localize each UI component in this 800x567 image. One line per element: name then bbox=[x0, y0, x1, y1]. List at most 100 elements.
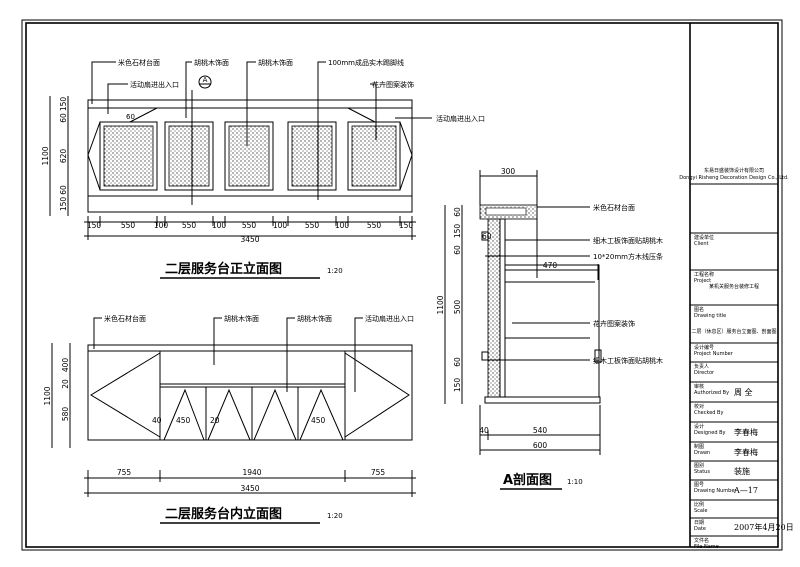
callout-swing-door-2: 活动扇进出入口 bbox=[436, 114, 485, 123]
dim: 100 bbox=[335, 221, 350, 230]
title-block-label: 设计 bbox=[694, 423, 704, 430]
dim: 550 bbox=[121, 221, 136, 230]
inner-elevation-title: 二层服务台内立面图 bbox=[165, 506, 282, 522]
dim: 550 bbox=[367, 221, 382, 230]
front-elevation: A 米色石材台面 活动扇进出入口 胡桃木饰面 胡桃木饰面 100mm成品实木踢脚… bbox=[41, 58, 485, 279]
dim: 150 bbox=[453, 224, 462, 239]
title-block-label-en: Drawing title bbox=[694, 313, 726, 319]
callout-flower: 花卉图案装饰 bbox=[372, 80, 414, 89]
title-block-value: 二层（休息区）服务台立面图、剖面图 bbox=[691, 328, 776, 335]
dim: 20 bbox=[210, 416, 220, 425]
section-a-title: A剖面图 bbox=[503, 472, 552, 488]
dim: 150 bbox=[59, 197, 68, 212]
callout-stone-top: 米色石材台面 bbox=[104, 314, 146, 323]
dim: 620 bbox=[59, 149, 68, 164]
section-a-scale: 1:10 bbox=[567, 478, 583, 486]
dim: 550 bbox=[182, 221, 197, 230]
dim: 40 bbox=[479, 426, 489, 435]
title-block-label-en: Scale bbox=[694, 508, 707, 514]
section-marker-label: A bbox=[203, 76, 208, 84]
title-block-label: 日期 bbox=[694, 520, 704, 526]
section-a: 300 470 60 40 540 600 1100 60 150 60 500… bbox=[436, 167, 663, 490]
dim-top: 300 bbox=[501, 167, 516, 176]
dim-small: 60 bbox=[482, 232, 492, 241]
dim-v-total: 1100 bbox=[43, 386, 52, 405]
title-block-label-en: Date bbox=[694, 526, 706, 532]
title-block-label-en: Drawing Number bbox=[694, 488, 737, 494]
callout-stone-top: 米色石材台面 bbox=[118, 58, 160, 67]
dim: 450 bbox=[311, 416, 326, 425]
dim: 550 bbox=[305, 221, 320, 230]
inner-elevation-scale: 1:20 bbox=[327, 512, 343, 520]
decor-panels bbox=[99, 121, 401, 191]
title-block-label-en: Drawn bbox=[694, 450, 710, 456]
dim: 1940 bbox=[242, 468, 261, 477]
dim: 500 bbox=[453, 300, 462, 315]
dim: 150 bbox=[87, 221, 102, 230]
title-block-label: 图别 bbox=[694, 462, 704, 469]
title-block-label: 建设单位 bbox=[694, 234, 714, 241]
title-block-label: 比例 bbox=[694, 501, 704, 508]
dim: 755 bbox=[371, 468, 386, 477]
dim-total: 3450 bbox=[240, 235, 259, 244]
callout-board-walnut-2: 细木工板饰面贴胡桃木 bbox=[593, 356, 663, 365]
callout-stone-top: 米色石材台面 bbox=[593, 203, 635, 212]
dim: 60 bbox=[453, 207, 462, 217]
dim: 150 bbox=[59, 97, 68, 112]
dim: 60 bbox=[453, 245, 462, 255]
dim: 400 bbox=[61, 358, 70, 373]
company-name-en: Dongyi Risheng Decoration Design Co., Lt… bbox=[679, 175, 789, 181]
title-block-label-en: File Name bbox=[694, 544, 719, 550]
title-block-value: 装施 bbox=[734, 466, 750, 476]
front-elevation-scale: 1:20 bbox=[327, 267, 343, 275]
dim-v-total: 1100 bbox=[436, 295, 445, 314]
section-marker-icon bbox=[198, 75, 212, 89]
title-block-label-en: Checked By bbox=[694, 410, 723, 416]
inner-elevation: 米色石材台面 胡桃木饰面 胡桃木饰面 活动扇进出入口 40 450 20 450… bbox=[43, 314, 416, 524]
panel-dim: 60 bbox=[126, 113, 135, 121]
callout-swing-door: 活动扇进出入口 bbox=[130, 80, 179, 89]
title-block-value: 某机关服务台装修工程 bbox=[709, 283, 759, 290]
dim: 540 bbox=[533, 426, 548, 435]
callout-walnut-1: 胡桃木饰面 bbox=[194, 58, 229, 67]
dim: 550 bbox=[242, 221, 257, 230]
title-block-label: 图号 bbox=[694, 482, 704, 488]
title-block-label-en: Authorized By bbox=[694, 390, 729, 396]
title-block-label: 图名 bbox=[694, 306, 704, 313]
callout-board-walnut: 细木工板饰面贴胡桃木 bbox=[593, 236, 663, 245]
callout-walnut-1: 胡桃木饰面 bbox=[224, 314, 259, 323]
company-name: 东易日盛装饰设计有限公司 bbox=[704, 167, 764, 174]
dim: 100 bbox=[273, 221, 288, 230]
dim-mid: 470 bbox=[543, 261, 558, 270]
dim-v-total: 1100 bbox=[41, 146, 50, 165]
title-block-value: 李春梅 bbox=[734, 447, 758, 457]
title-block-value: 李春梅 bbox=[734, 427, 758, 437]
title-block-label: 审核 bbox=[694, 383, 704, 390]
dim: 60 bbox=[59, 185, 68, 195]
dim: 100 bbox=[154, 221, 169, 230]
title-block: 东易日盛装饰设计有限公司 Dongyi Risheng Decoration D… bbox=[679, 23, 794, 550]
title-block-label: 文件名 bbox=[694, 537, 709, 544]
title-block-label: 制图 bbox=[694, 443, 704, 450]
callout-flower: 花卉图案装饰 bbox=[593, 319, 635, 328]
dim: 150 bbox=[453, 378, 462, 393]
sheet-border bbox=[21, 19, 783, 551]
title-block-label-en: Status bbox=[694, 469, 710, 475]
dim: 150 bbox=[399, 221, 414, 230]
callout-wood-strip: 10*20mm方木线压条 bbox=[593, 252, 663, 261]
front-elevation-title: 二层服务台正立面图 bbox=[165, 261, 282, 277]
title-block-label: 负责人 bbox=[694, 363, 709, 370]
dim: 100 bbox=[212, 221, 227, 230]
dim-total: 600 bbox=[533, 441, 548, 450]
title-block-label-en: Client bbox=[694, 241, 709, 247]
dim: 20 bbox=[61, 379, 70, 389]
dim: 450 bbox=[176, 416, 191, 425]
dim: 60 bbox=[453, 357, 462, 367]
callout-swing-door: 活动扇进出入口 bbox=[365, 314, 414, 323]
dim: 60 bbox=[59, 113, 68, 123]
title-block-label-en: Project Number bbox=[694, 351, 734, 357]
title-block-label: 校对 bbox=[694, 403, 704, 410]
dim: 580 bbox=[61, 407, 70, 422]
title-block-label: 工程名称 bbox=[694, 271, 714, 278]
